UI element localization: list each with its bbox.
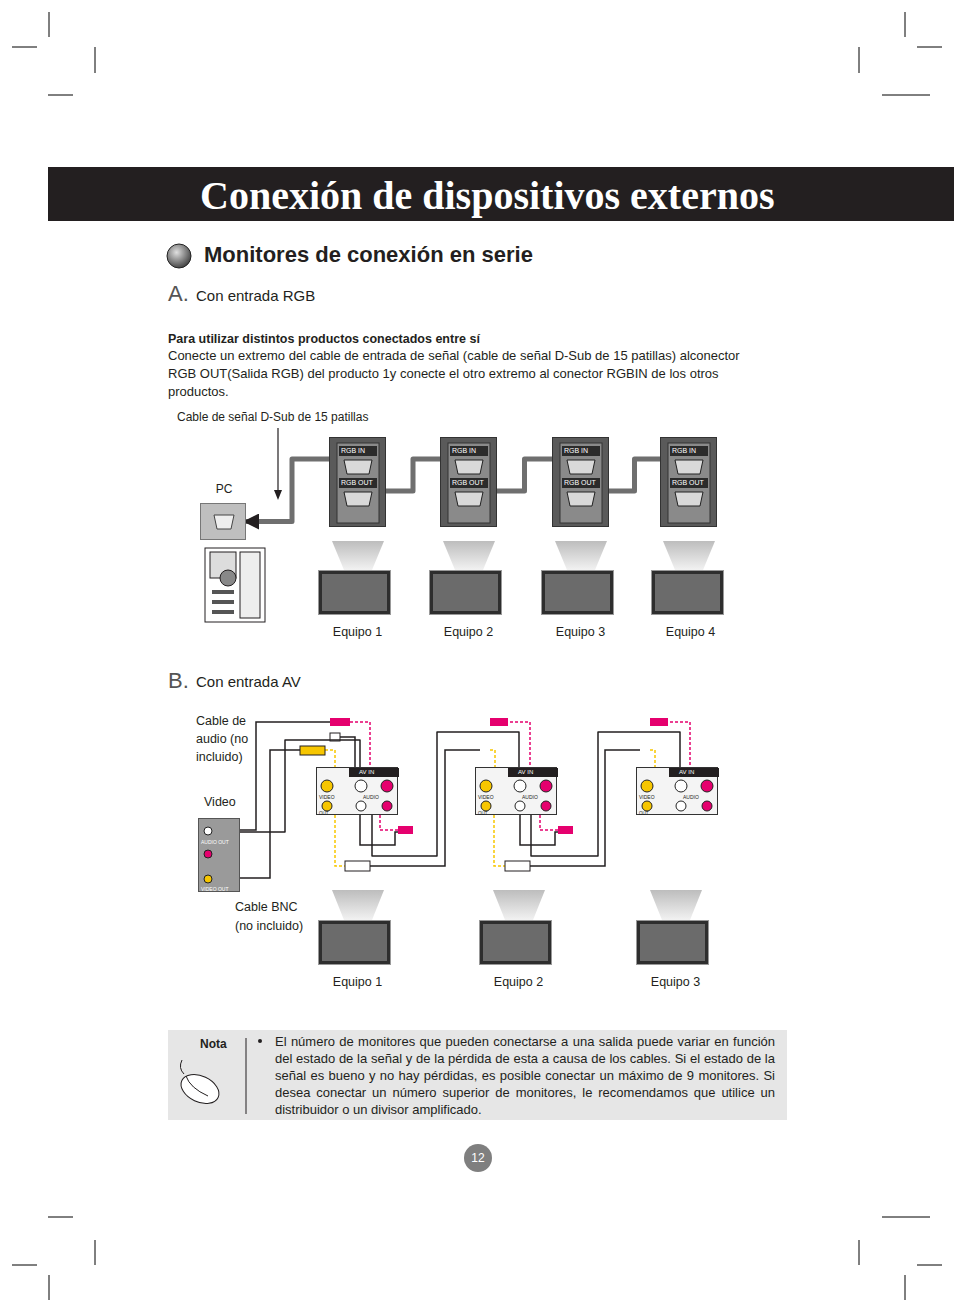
port-label: AUDIO OUT (201, 839, 229, 845)
device-label: PC (201, 482, 247, 496)
sub-letter: A. (168, 281, 189, 307)
note-node: Nota El número de monitores que pueden co… (168, 1030, 787, 1120)
subsection-title: Con entrada RGB (196, 287, 315, 304)
pc-tower (205, 548, 265, 622)
rgb-node: RGB IN RGB OUT (660, 437, 717, 527)
port-label: OUT (319, 811, 329, 816)
av-node: AV IN VIDEO AUDIO OUT (475, 767, 557, 815)
av-node: AV IN VIDEO AUDIO OUT (636, 767, 718, 815)
jack-art (317, 768, 399, 816)
note-heading: Nota (200, 1037, 227, 1051)
cable-label: Cable de señal D-Sub de 15 patillas (177, 410, 368, 424)
instruction-text: Conecte un extremo del cable de entrada … (168, 347, 768, 401)
rgb-node: RGB IN RGB OUT (552, 437, 609, 527)
port-label: RGB IN (564, 447, 588, 454)
port-label: RGB IN (452, 447, 476, 454)
port-label: RGB IN (341, 447, 365, 454)
port-label: RGB OUT (672, 479, 704, 486)
leader-arrow (274, 428, 282, 500)
mon-node: Equipo 4 (652, 571, 723, 614)
device-label: Equipo 1 (307, 975, 408, 989)
device-label: Equipo 3 (530, 625, 631, 639)
panel-header: AV IN (518, 769, 533, 775)
port-label: AUDIO (683, 794, 699, 800)
port-label: VIDEO (478, 794, 494, 800)
port-label: AUDIO (363, 794, 379, 800)
dsub-cable (246, 459, 329, 522)
panel-header: AV IN (679, 769, 694, 775)
av-node: AV IN VIDEO AUDIO OUT (316, 767, 398, 815)
rgb-node: RGB IN RGB OUT (440, 437, 497, 527)
jack-art (199, 819, 241, 893)
subsection-title: Con entrada AV (196, 673, 301, 690)
mon-node: Equipo 1 (319, 571, 390, 614)
page-number: 12 (464, 1151, 492, 1165)
port-label: RGB OUT (452, 479, 484, 486)
cable-label: Cable BNC (no incluido) (235, 898, 319, 936)
dsub-cable (497, 459, 552, 491)
port-label: AUDIO (522, 794, 538, 800)
mon-node: Equipo 2 (480, 921, 551, 964)
mon-node: Equipo 1 (319, 921, 390, 964)
title-bar (48, 167, 954, 221)
port-label: OUT (639, 811, 649, 816)
port-label: RGB OUT (341, 479, 373, 486)
port-label: VIDEO OUT (201, 886, 229, 892)
rgb-node: RGB IN RGB OUT (329, 437, 386, 527)
port-label: VIDEO (319, 794, 335, 800)
page-title: Conexión de dispositivos externos (200, 172, 775, 219)
av-wires (240, 722, 690, 878)
note-text: El número de monitores que pueden conect… (275, 1033, 775, 1118)
device-label: Equipo 2 (468, 975, 569, 989)
pc-node: PC (200, 503, 246, 540)
mon-node: Equipo 2 (430, 571, 501, 614)
port-label: RGB OUT (564, 479, 596, 486)
panel-header: AV IN (359, 769, 374, 775)
jack-art (637, 768, 719, 816)
av-plugs (300, 718, 668, 871)
mon-node: Equipo 3 (542, 571, 613, 614)
device-label: Video (204, 795, 236, 809)
vsrc-node: VideoAUDIO OUTVIDEO OUT (198, 818, 240, 892)
cable-label: Cable de audio (no incluido) (196, 712, 278, 766)
heading-bullet (167, 244, 191, 268)
dsub-cable (386, 459, 440, 491)
page-number-badge (464, 1144, 492, 1172)
device-label: Equipo 2 (418, 625, 519, 639)
mon-node: Equipo 3 (637, 921, 708, 964)
dsub-cable (609, 459, 660, 491)
port-label: OUT (478, 811, 488, 816)
device-label: Equipo 3 (625, 975, 726, 989)
jack-art (476, 768, 558, 816)
section-heading: Monitores de conexión en serie (204, 242, 533, 268)
sub-letter: B. (168, 668, 189, 694)
device-label: Equipo 4 (640, 625, 741, 639)
port-label: RGB IN (672, 447, 696, 454)
vga-port (201, 504, 247, 541)
instruction-heading: Para utilizar distintos productos conect… (168, 332, 480, 346)
port-label: VIDEO (639, 794, 655, 800)
device-label: Equipo 1 (307, 625, 408, 639)
